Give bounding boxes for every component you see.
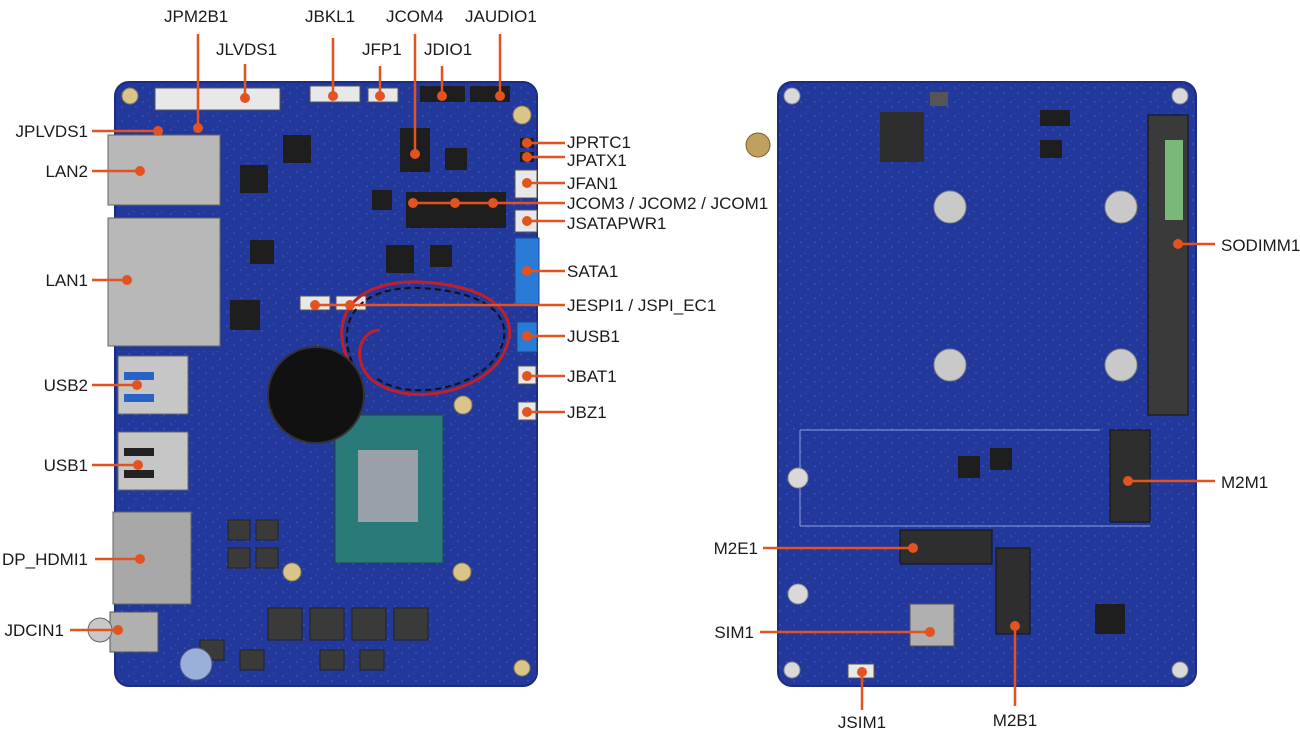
label-jdio1: JDIO1 — [424, 40, 472, 59]
mount-hole — [1171, 661, 1189, 679]
label-jpatx1: JPATX1 — [567, 151, 627, 170]
left-board — [87, 81, 540, 687]
label-lan1: LAN1 — [45, 271, 88, 290]
mount-hole — [783, 87, 801, 105]
chip — [430, 245, 452, 267]
label-lan2: LAN2 — [45, 162, 88, 181]
label-m2m1: M2M1 — [1221, 473, 1268, 492]
label-jbat1: JBAT1 — [567, 367, 617, 386]
label-jlvds1: JLVDS1 — [216, 40, 277, 59]
mount-hole — [787, 467, 809, 489]
label-sata1: SATA1 — [567, 262, 618, 281]
mount-hole — [512, 105, 532, 125]
chip — [386, 245, 414, 273]
chip — [1040, 140, 1062, 158]
label-jplvds1: JPLVDS1 — [16, 122, 88, 141]
label-jsatapwr1: JSATAPWR1 — [567, 214, 667, 233]
label-jaudio1: JAUDIO1 — [465, 7, 537, 26]
chip — [930, 92, 948, 106]
right-board — [745, 81, 1197, 687]
mount-hole — [1171, 87, 1189, 105]
label-jcom321: JCOM3 / JCOM2 / JCOM1 — [567, 194, 768, 213]
chip — [283, 135, 311, 163]
usb2-tongue — [124, 372, 154, 380]
mount-hole — [121, 87, 139, 105]
m2m1-slot — [1109, 429, 1151, 523]
usb2-tongue — [124, 394, 154, 402]
cpu-die — [358, 450, 418, 522]
label-jcom4: JCOM4 — [386, 7, 444, 26]
sodimm1-label-sticker — [1165, 140, 1183, 220]
usb1-tongue — [124, 448, 154, 456]
rtc-battery — [267, 346, 365, 444]
label-jpm2b1: JPM2B1 — [164, 7, 228, 26]
m2b1-slot — [995, 547, 1031, 635]
chip — [958, 456, 980, 478]
usb1-tongue — [124, 470, 154, 478]
label-jusb1: JUSB1 — [567, 327, 620, 346]
inductor — [880, 112, 924, 162]
label-jsim1: JSIM1 — [838, 713, 886, 732]
inductor-row — [199, 519, 429, 671]
battery-cable-black — [345, 286, 506, 392]
mount-hole — [1104, 190, 1138, 224]
label-m2e1: M2E1 — [714, 539, 758, 558]
label-sim1: SIM1 — [714, 623, 754, 642]
leader-lines — [70, 34, 1215, 710]
mount-hole — [452, 562, 472, 582]
component-labels: JPM2B1 JLVDS1 JBKL1 JCOM4 JAUDIO1 JFP1 J… — [2, 7, 1300, 732]
chip — [445, 148, 467, 170]
mount-hole — [513, 659, 531, 677]
label-m2b1: M2B1 — [993, 711, 1037, 730]
mount-hole — [783, 661, 801, 679]
label-jfp1: JFP1 — [362, 40, 402, 59]
mount-hole — [933, 348, 967, 382]
label-jespi1: JESPI1 / JSPI_EC1 — [567, 296, 716, 315]
chip — [240, 165, 268, 193]
mount-hole — [453, 395, 473, 415]
label-sodimm1: SODIMM1 — [1221, 236, 1300, 255]
capacitor — [179, 647, 213, 681]
chip — [250, 240, 274, 264]
sim1-holder — [909, 603, 955, 647]
mount-hole — [282, 562, 302, 582]
chip — [1040, 110, 1070, 126]
chip — [990, 448, 1012, 470]
jcom-headers — [406, 192, 506, 228]
chip — [230, 300, 260, 330]
antenna-stub — [745, 132, 771, 158]
chip — [372, 190, 392, 210]
label-jbz1: JBZ1 — [567, 403, 607, 422]
label-jbkl1: JBKL1 — [305, 7, 355, 26]
mount-hole — [933, 190, 967, 224]
label-dp-hdmi1: DP_HDMI1 — [2, 550, 88, 569]
label-jprtc1: JPRTC1 — [567, 133, 631, 152]
label-jfan1: JFAN1 — [567, 174, 618, 193]
jlvds1-connector — [154, 87, 281, 111]
battery-cable — [340, 280, 511, 396]
label-jdcin1: JDCIN1 — [4, 621, 64, 640]
label-usb1: USB1 — [44, 456, 88, 475]
usb1-port — [117, 431, 189, 491]
right-pcb — [777, 81, 1197, 687]
mount-hole — [787, 583, 809, 605]
chip — [1095, 604, 1125, 634]
mount-hole — [1104, 348, 1138, 382]
label-usb2: USB2 — [44, 376, 88, 395]
